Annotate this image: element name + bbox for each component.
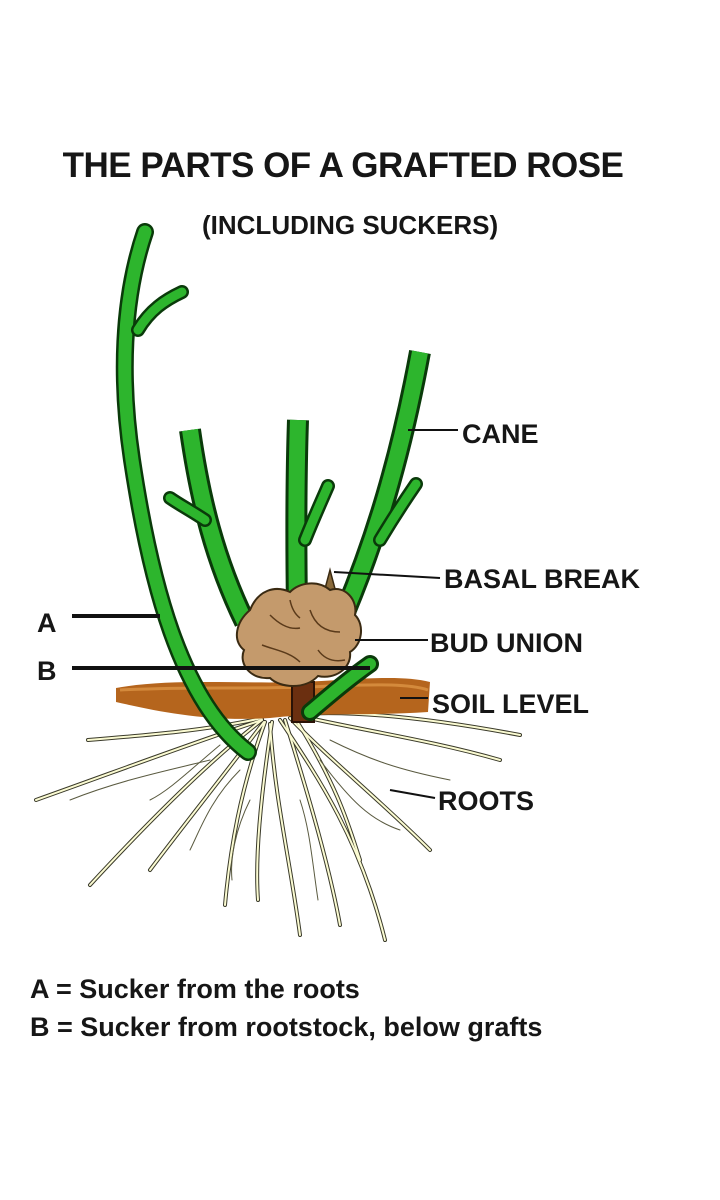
roots-illustration: [34, 711, 522, 942]
label-roots: ROOTS: [438, 786, 534, 816]
legend-b: B = Sucker from rootstock, below grafts: [30, 1012, 543, 1042]
canes: [163, 349, 431, 627]
label-a: A: [37, 608, 57, 638]
label-basal-break: BASAL BREAK: [444, 564, 641, 594]
sucker-a-stem: [115, 223, 257, 761]
diagram-title: THE PARTS OF A GRAFTED ROSE: [62, 146, 624, 185]
label-cane: CANE: [462, 419, 539, 449]
diagram-subtitle: (INCLUDING SUCKERS): [202, 210, 499, 240]
leader-lines: [72, 429, 458, 799]
label-bud-union: BUD UNION: [430, 628, 583, 658]
bud-union-knob: [235, 582, 362, 687]
label-soil-level: SOIL LEVEL: [432, 689, 589, 719]
legend-a: A = Sucker from the roots: [30, 974, 360, 1004]
label-b: B: [37, 656, 57, 686]
